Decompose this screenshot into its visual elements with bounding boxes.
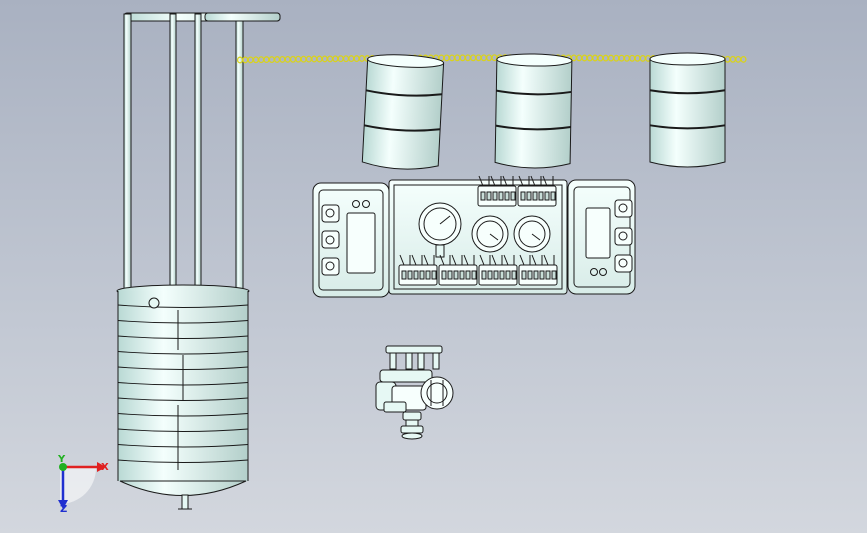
tank-assembly[interactable] bbox=[116, 12, 281, 510]
tank-body[interactable] bbox=[116, 284, 250, 510]
terminal-block-icon bbox=[518, 254, 558, 286]
control-panel[interactable] bbox=[312, 175, 636, 298]
drum-icon[interactable] bbox=[649, 52, 726, 168]
terminal-block-icon bbox=[477, 175, 517, 207]
pressure-gauge-icon bbox=[471, 215, 509, 253]
drum-icon[interactable] bbox=[361, 53, 445, 171]
tank-port-icon bbox=[148, 297, 160, 309]
pump-assembly[interactable] bbox=[375, 345, 454, 440]
left-control-box[interactable] bbox=[312, 182, 390, 298]
orientation-triad[interactable]: X Y Z bbox=[57, 454, 109, 515]
central-board[interactable] bbox=[388, 175, 568, 295]
drums[interactable] bbox=[361, 52, 726, 171]
terminal-block-icon bbox=[517, 175, 557, 207]
terminal-block-icon bbox=[438, 254, 478, 286]
terminal-block-icon bbox=[478, 254, 518, 286]
z-axis-label: Z bbox=[60, 504, 67, 515]
pressure-gauge-icon bbox=[513, 215, 551, 253]
x-axis-label: X bbox=[101, 462, 109, 473]
right-control-box[interactable] bbox=[567, 179, 636, 295]
pressure-gauge-icon bbox=[418, 202, 462, 258]
terminal-block-icon bbox=[398, 254, 438, 286]
y-axis-label: Y bbox=[57, 454, 66, 465]
drum-icon[interactable] bbox=[494, 53, 573, 169]
tank-frame bbox=[123, 12, 281, 291]
